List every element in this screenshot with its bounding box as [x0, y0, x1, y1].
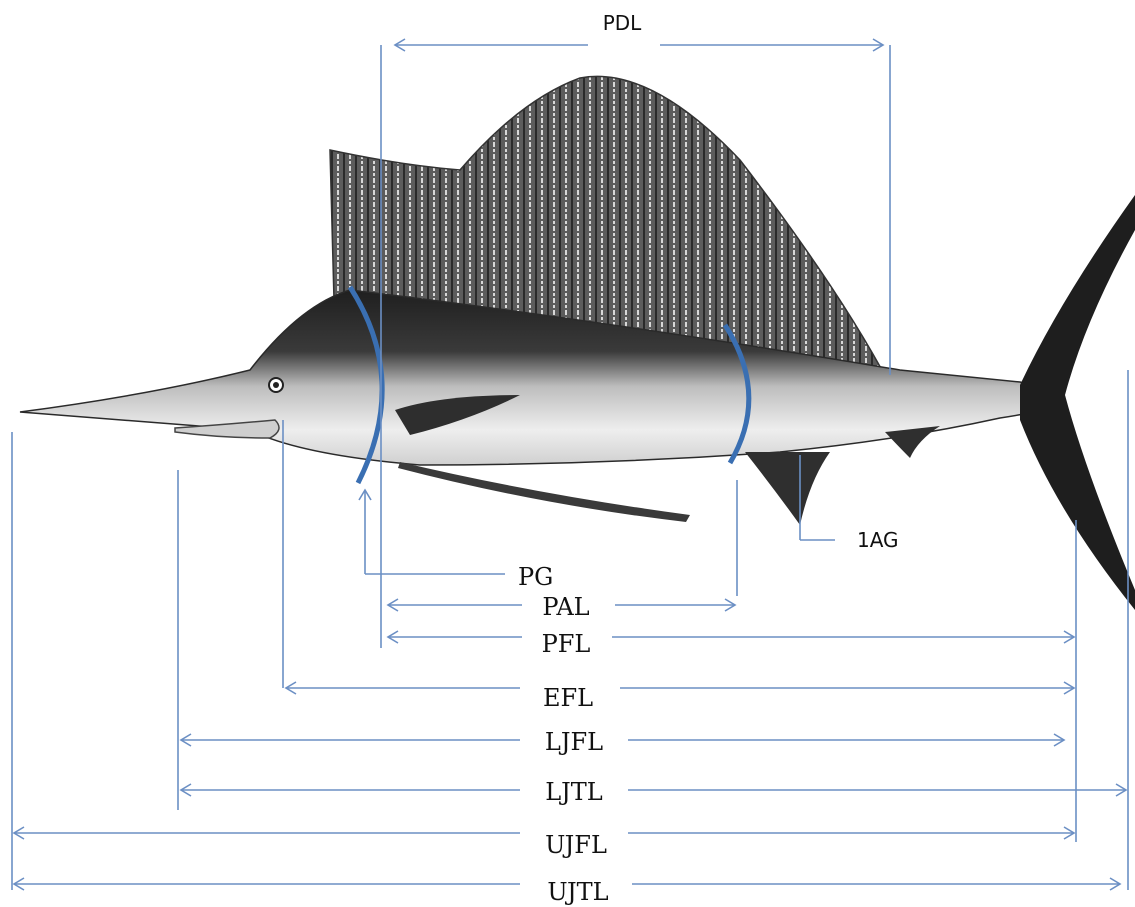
pal-label: PAL — [542, 593, 589, 621]
pfl-label: PFL — [542, 630, 591, 658]
pdl-label: PDL — [603, 11, 642, 35]
anal-fin — [745, 452, 830, 525]
ujfl-label: UJFL — [545, 831, 607, 859]
caudal-fin — [1020, 195, 1135, 610]
ljtl-label: LJTL — [545, 778, 603, 806]
pelvic-fin — [398, 462, 690, 522]
1ag-label: 1AG — [857, 528, 899, 552]
ljfl-label: LJFL — [545, 728, 603, 756]
ujtl-label: UJTL — [547, 878, 608, 906]
pg-label: PG — [518, 563, 553, 591]
efl-label: EFL — [543, 684, 593, 712]
sailfish-illustration — [20, 76, 1135, 610]
fish-pupil — [273, 382, 279, 388]
